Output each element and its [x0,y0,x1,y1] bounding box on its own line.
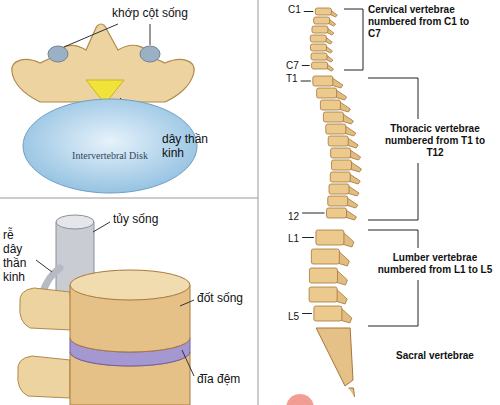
vertebral-body [312,62,328,69]
region-note: Cervical vertebrae numbered from C1 to C… [368,4,472,40]
vertebra-number: 12 [288,211,299,222]
vertebra [328,136,358,148]
vertebra [315,8,337,17]
vertebral-body [314,17,330,24]
bracket-line [302,237,314,238]
vertebral-arch [18,356,70,398]
vertebral-body [331,148,351,158]
vertebra [331,148,361,160]
coccyx [349,388,355,397]
vertebra [329,184,359,196]
part-label: tủy sống [113,212,158,226]
sacrum [316,328,353,386]
vertebra [311,53,333,62]
vertebra-number: C7 [286,60,299,71]
vertebral-arch [20,288,72,330]
vertebral-body [309,287,337,302]
leader-line [150,24,151,45]
part-label: dây thần kinh [162,132,224,160]
facet-joint [48,46,68,62]
watermark-logo [286,394,314,405]
bracket-line [368,230,418,248]
vertebra [331,160,361,172]
vertebra [313,76,343,88]
bracket-line [304,11,314,12]
spinal-cord-top [56,215,94,229]
vertebra [317,88,347,100]
vertebra [316,230,354,247]
vertebral-body-top [70,270,190,300]
part-label: rễ dây thần kinh [3,228,35,284]
vertebra [320,100,350,112]
bracket-line [344,9,363,70]
vertebra [312,62,334,71]
region-note: Lumber vertebrae numbered from L1 to L5 [376,252,494,276]
vertebra [326,124,356,136]
vertebral-body [328,196,348,206]
region-note: Thoracic vertebrae numbered from T1 to T… [376,123,494,159]
vertebra [330,172,360,184]
vertebral-body [312,26,328,33]
vertebral-body [309,268,337,283]
bracket-line [301,81,311,82]
vertebra-number: L5 [288,311,299,322]
vertebral-body [323,112,343,122]
bracket-line [302,313,312,314]
vertebra-number: L1 [288,233,299,244]
leader-line [182,350,194,376]
leader-line [36,260,52,272]
vertebra [312,26,334,35]
leader-line [64,24,118,47]
vertebra [323,112,353,124]
bracket-lines [301,9,418,326]
facet-joint [140,46,160,62]
vertebra [309,268,347,285]
vertebra [328,196,358,208]
vertebra [314,306,352,323]
vertebral-body [311,249,339,264]
leader-line [93,222,110,232]
vertebra-number: C1 [288,4,301,15]
disc-label: Intervertebral Disk [72,150,148,161]
part-label: đốt sống [197,291,243,305]
vertebral-body [328,136,348,146]
vertebra [309,287,347,304]
part-label: khớp cột sống [112,6,188,20]
region-note: Sacral vertebrae [376,350,494,362]
vertebral-body [320,100,340,110]
vertebral-body [317,88,337,98]
bracket-line [368,78,418,119]
vertebral-body [310,35,326,42]
bracket-line [302,65,310,66]
vertebral-body [326,124,346,134]
vertebra [310,44,332,53]
vertebra-number: T1 [286,73,298,84]
bracket-line [302,213,324,214]
panel-divider [258,0,259,405]
vertebra [314,17,336,26]
vertebral-body [316,230,344,245]
leader-line [180,300,194,306]
vertebral-body [314,306,342,321]
vertebral-body [313,76,333,86]
vertebra [311,249,349,266]
part-label: đĩa đệm [197,372,240,386]
bracket-line [368,163,418,220]
vertebral-body [327,208,347,218]
vertebral-body [330,172,350,182]
vertebra [310,35,332,44]
vertebral-body [310,44,326,51]
vertebral-body [329,184,349,194]
vertebral-body [311,53,327,60]
vertebral-column [309,8,361,397]
vertebral-body [315,8,331,15]
panel-divider [0,198,258,199]
vertebra [327,208,357,220]
bracket-line [368,280,418,326]
vertebral-body [331,160,351,170]
